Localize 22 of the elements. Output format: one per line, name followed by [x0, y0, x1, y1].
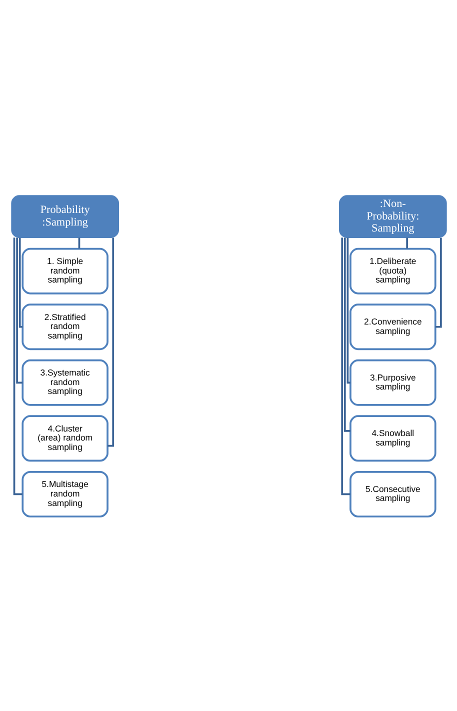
node-box: 3.Systematic random sampling: [21, 358, 108, 406]
node-box: 1. Simple random sampling: [21, 247, 108, 294]
connector: [346, 237, 350, 384]
node-box: 5.Consecutive sampling: [349, 470, 436, 517]
connector: [340, 237, 350, 495]
node-box: 3.Purposive sampling: [349, 358, 436, 406]
connector: [18, 237, 22, 328]
node-box: Probability :Sampling: [10, 194, 118, 238]
connector: [16, 237, 22, 384]
connector: [12, 237, 22, 495]
connector: [343, 237, 350, 432]
node-box: 4.Snowball sampling: [349, 414, 436, 462]
node-box: 5.Multistage random sampling: [21, 470, 108, 517]
connector: [107, 237, 114, 446]
node-box: :Non- Probability: Sampling: [338, 194, 446, 238]
node-box: 1.Deliberate (quota) sampling: [349, 247, 436, 294]
node-box: 2.Convenience sampling: [349, 303, 436, 350]
connector: [78, 237, 80, 248]
node-box: 4.Cluster (area) random sampling: [21, 414, 108, 462]
node-box: 2.Stratified random sampling: [21, 303, 108, 350]
connector: [406, 237, 408, 248]
connector: [434, 237, 442, 328]
